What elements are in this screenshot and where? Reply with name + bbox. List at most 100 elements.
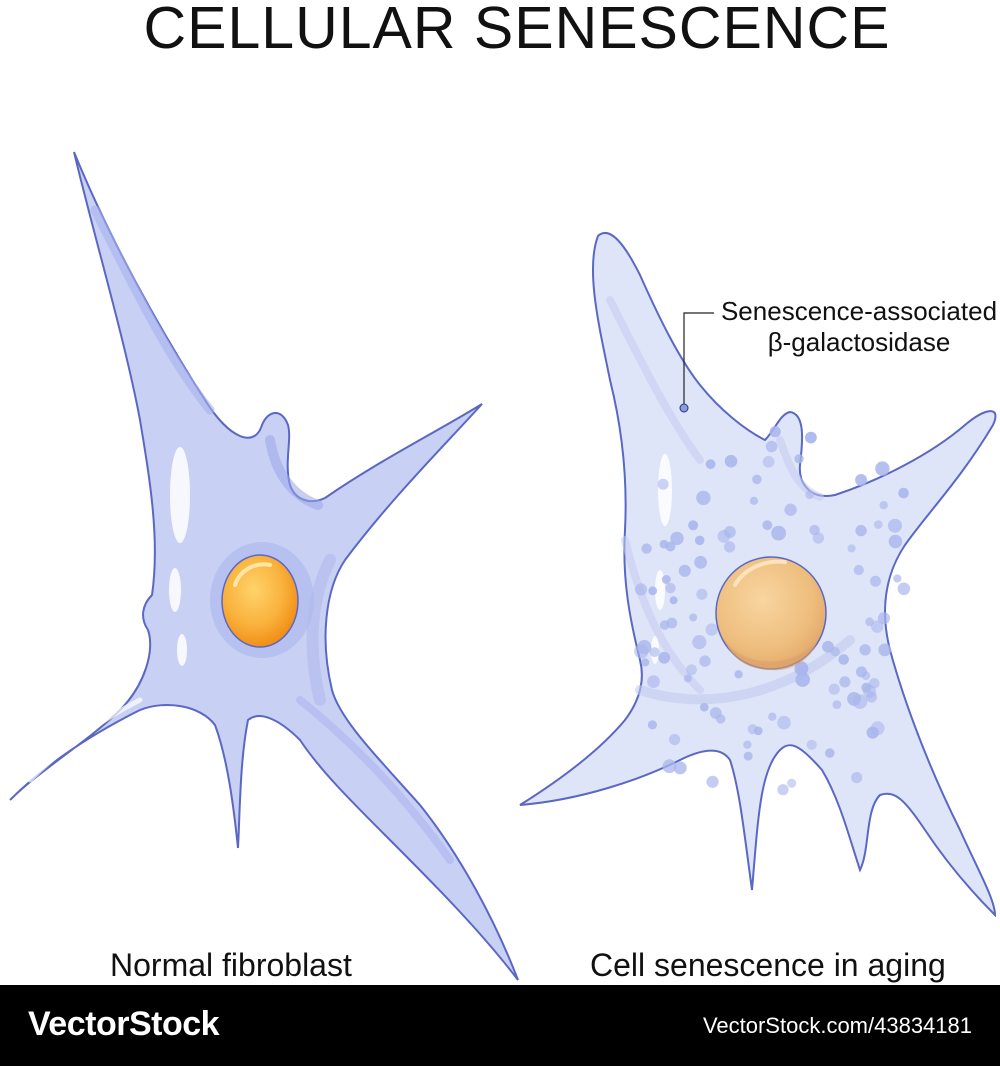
granule xyxy=(832,700,842,709)
callout-line-1: Senescence-associated xyxy=(720,296,998,326)
granule xyxy=(689,613,698,622)
granule xyxy=(897,582,911,596)
granule xyxy=(662,759,677,774)
granule xyxy=(805,490,814,500)
granule xyxy=(659,620,670,630)
granule xyxy=(699,655,711,667)
granule xyxy=(809,524,820,536)
granule xyxy=(705,459,716,470)
normal-nucleus xyxy=(221,554,299,648)
granule xyxy=(769,426,781,438)
normal-fibroblast-label: Normal fibroblast xyxy=(110,947,352,983)
granule xyxy=(641,658,650,667)
granule xyxy=(665,582,676,594)
granule xyxy=(683,674,692,683)
diagram-title: CELLULAR SENESCENCE xyxy=(143,0,891,61)
granule xyxy=(888,534,903,549)
granule xyxy=(659,539,669,549)
granule xyxy=(879,501,888,510)
cell-illustration xyxy=(9,151,997,981)
granule xyxy=(696,490,711,506)
granule xyxy=(871,620,884,633)
granule xyxy=(669,734,681,746)
granule xyxy=(784,503,797,516)
granule xyxy=(805,431,817,444)
granule xyxy=(649,647,660,657)
granule xyxy=(893,574,902,583)
granule xyxy=(658,651,671,664)
granule xyxy=(888,518,902,533)
granule xyxy=(749,496,759,505)
granule xyxy=(825,748,835,758)
granule xyxy=(898,487,909,499)
highlight xyxy=(170,447,190,543)
granule xyxy=(828,683,840,695)
granule xyxy=(806,739,817,750)
granule xyxy=(878,643,892,657)
granule xyxy=(794,661,809,676)
senescent-cell xyxy=(519,232,997,918)
granule xyxy=(752,474,762,485)
granule xyxy=(768,712,777,721)
granule xyxy=(700,702,709,712)
granule xyxy=(865,617,874,627)
granule xyxy=(647,720,658,730)
granule xyxy=(847,544,856,553)
callout-target-granule xyxy=(679,403,689,413)
granule xyxy=(874,520,883,529)
granule xyxy=(696,588,708,600)
granule xyxy=(724,454,738,468)
granule xyxy=(838,654,849,665)
granule xyxy=(717,529,731,543)
highlight xyxy=(658,454,672,526)
granule xyxy=(647,675,660,688)
granule xyxy=(634,583,648,596)
granule xyxy=(877,612,891,625)
granule xyxy=(851,772,863,784)
granule xyxy=(777,784,789,796)
granule xyxy=(678,564,691,577)
granule xyxy=(762,455,775,468)
granule xyxy=(839,676,851,688)
granule xyxy=(694,555,707,569)
granule xyxy=(859,644,871,656)
granule xyxy=(855,524,867,537)
callout-leader-line xyxy=(683,312,714,407)
granule xyxy=(657,478,669,490)
granule xyxy=(673,761,687,775)
granule xyxy=(723,541,736,553)
granule xyxy=(694,535,705,546)
granule xyxy=(734,670,743,679)
granule xyxy=(855,474,868,486)
granule xyxy=(866,726,879,739)
watermark-footer: VectorStock VectorStock.com/43834181 xyxy=(0,985,1000,1066)
beta-galactosidase-granules xyxy=(634,426,911,796)
granule xyxy=(747,724,758,735)
granule xyxy=(706,775,719,788)
granule-callout: Senescence-associated β-galactosidase xyxy=(718,296,1000,358)
granule xyxy=(648,586,658,596)
granule xyxy=(743,740,752,749)
normal-fibroblast xyxy=(9,151,519,981)
granule xyxy=(830,647,840,657)
granule xyxy=(641,543,652,554)
granule xyxy=(765,440,778,453)
granule xyxy=(670,531,684,546)
granule xyxy=(853,564,864,576)
granule xyxy=(861,671,871,680)
granule xyxy=(762,520,773,531)
granule xyxy=(669,596,678,605)
vectorstock-logo: VectorStock xyxy=(28,1005,220,1043)
granule xyxy=(777,715,791,730)
image-id: VectorStock.com/43834181 xyxy=(702,1013,972,1038)
granule xyxy=(787,778,797,788)
granule xyxy=(692,635,707,650)
granule xyxy=(705,623,718,636)
granule xyxy=(771,525,786,541)
granule xyxy=(688,520,699,531)
granule xyxy=(637,640,652,655)
granule xyxy=(709,707,722,719)
granule xyxy=(870,575,881,587)
granule xyxy=(661,575,671,584)
granule xyxy=(847,692,861,706)
